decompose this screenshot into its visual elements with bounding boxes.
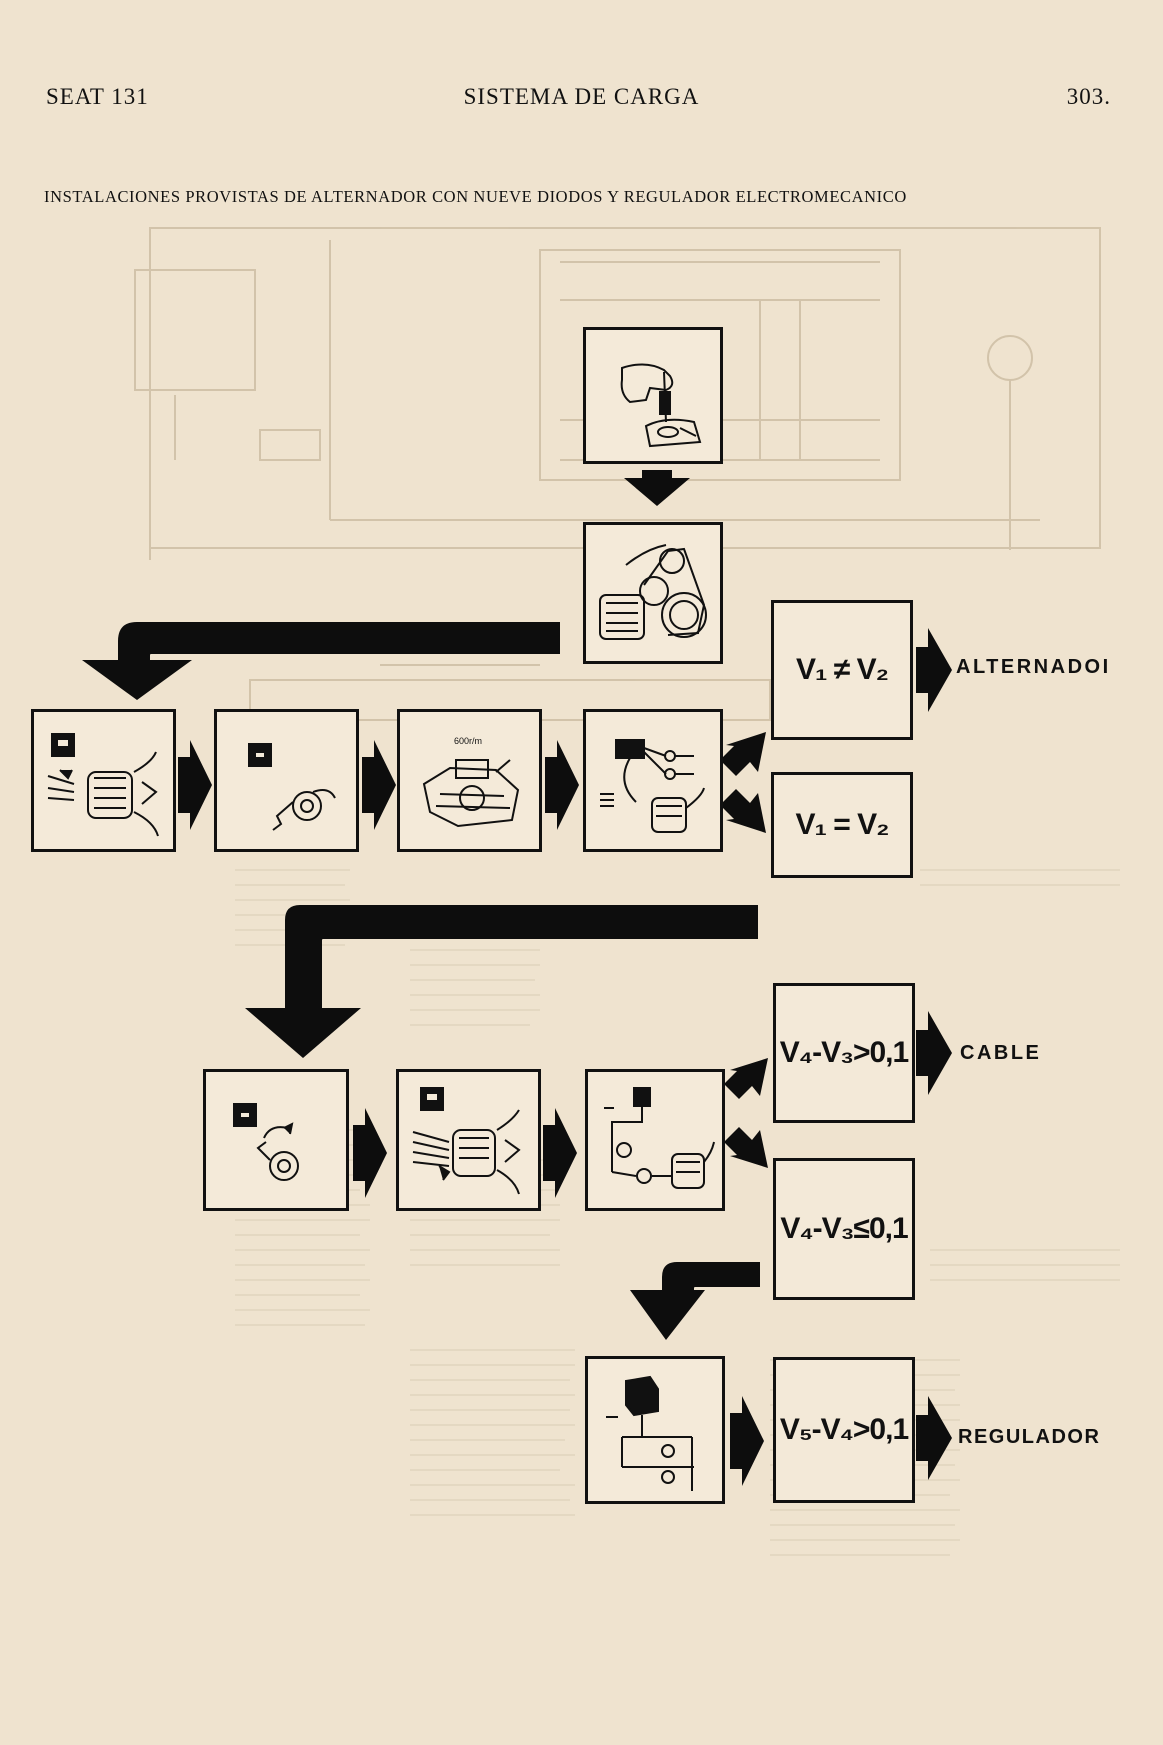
arrow-diag-up-2 <box>724 1058 768 1099</box>
engine-carburetor-icon <box>422 759 520 828</box>
result-cable-drop-ok: V₄-V₃≤0,1 <box>773 1158 915 1300</box>
result-formula: V₄-V₃≤0,1 <box>780 1212 908 1245</box>
result-v1-not-equal-v2: V₁ ≠ V₂ <box>771 600 913 740</box>
connector-top <box>82 598 560 700</box>
step-ignition-off <box>203 1069 349 1211</box>
step-ignition-key <box>214 709 359 852</box>
connector-middle <box>245 878 758 1058</box>
result-formula: V₄-V₃>0,1 <box>779 1036 909 1069</box>
step-reconnect <box>396 1069 541 1211</box>
step-check-belt <box>583 522 723 664</box>
page-number: 303. <box>1066 84 1111 109</box>
step-engine-rpm: 600r/m <box>397 709 542 852</box>
header-chapter: SISTEMA DE CARGA <box>463 84 700 109</box>
step-disconnect-connector <box>31 709 176 852</box>
arrow-right-r1a <box>178 740 212 830</box>
page-subtitle: INSTALACIONES PROVISTAS DE ALTERNADOR CO… <box>44 187 907 206</box>
step-measure-v4-v5 <box>585 1356 725 1504</box>
ignition-key-icon <box>248 743 336 831</box>
arrow-right-regulador <box>916 1396 952 1480</box>
step-measure-v3-v4 <box>585 1069 725 1211</box>
arrow-diag-down-2 <box>724 1127 768 1168</box>
outcome-alternator: ALTERNADOI <box>956 656 1111 678</box>
result-formula: V₁ = V₂ <box>795 808 890 841</box>
result-formula: V₅-V₄>0,1 <box>779 1413 909 1446</box>
arrow-right-r1b <box>362 740 396 830</box>
header-model: SEAT 131 <box>46 84 149 109</box>
rpm-label: 600r/m <box>454 736 483 746</box>
ignition-key-off-icon <box>233 1103 299 1181</box>
result-formula: V₁ ≠ V₂ <box>796 653 889 686</box>
outcome-cable: CABLE <box>960 1042 1042 1064</box>
arrow-right-alternador <box>916 628 952 712</box>
result-cable-drop-high: V₄-V₃>0,1 <box>773 983 915 1123</box>
arrow-right-r2b <box>543 1108 577 1198</box>
arrow-right-cable <box>916 1011 952 1095</box>
result-regulator-drop-high: V₅-V₄>0,1 <box>773 1357 915 1503</box>
result-v1-equal-v2: V₁ = V₂ <box>771 772 913 878</box>
arrow-right-r1c <box>545 740 579 830</box>
alternator-reconnect-icon <box>412 1087 521 1195</box>
arrow-down-1 <box>624 470 690 506</box>
arrow-right-r3 <box>730 1396 764 1486</box>
alternator-connector-icon <box>47 733 159 837</box>
arrow-diag-up-1 <box>720 732 766 776</box>
hand-probe-icon <box>620 363 702 448</box>
belt-alternator-icon <box>599 544 707 640</box>
step-check-battery <box>583 327 723 464</box>
outcome-regulator: REGULADOR <box>958 1426 1101 1448</box>
arrow-diag-down-1 <box>720 789 766 833</box>
step-measure-v1-v2 <box>583 709 723 852</box>
voltmeter-cable-icon <box>604 1087 715 1189</box>
voltmeter-wiring-icon <box>600 739 705 833</box>
voltmeter-regulator-icon <box>606 1375 694 1491</box>
connector-bottom <box>630 1236 760 1340</box>
arrow-right-r2a <box>353 1108 387 1198</box>
